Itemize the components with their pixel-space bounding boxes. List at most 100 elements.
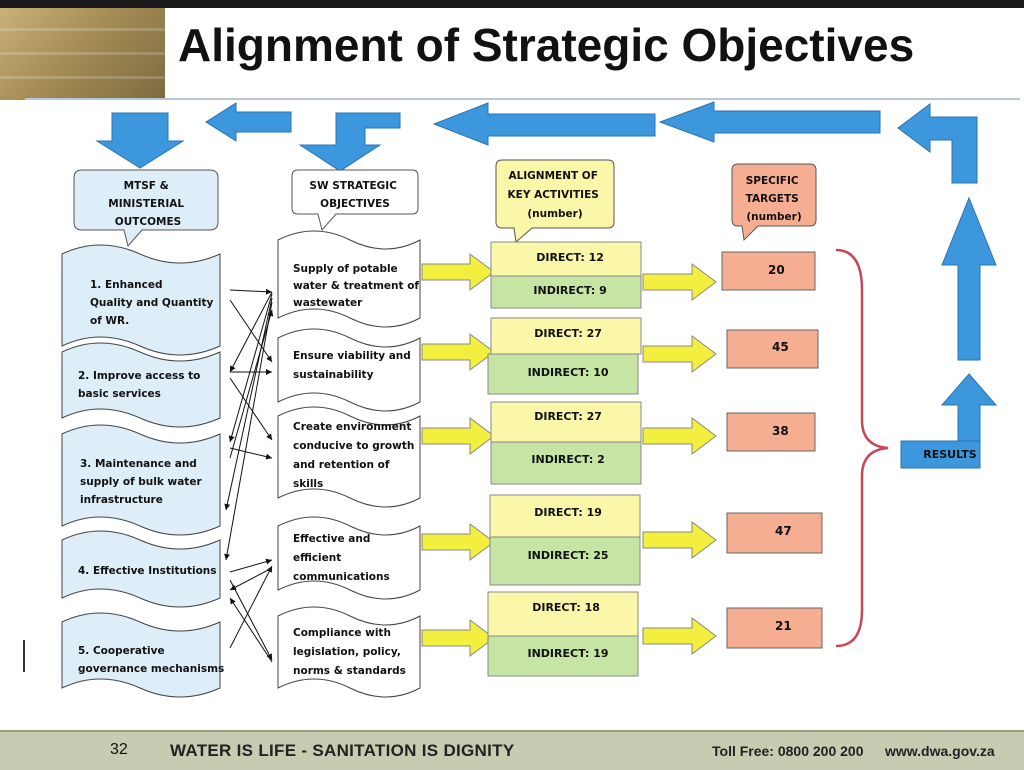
direct-label: DIRECT: 27 (534, 327, 602, 340)
objective-text: efficient (293, 552, 341, 564)
outcome-text: 2. Improve access to (78, 370, 200, 382)
footer-bar: 32 WATER IS LIFE - SANITATION IS DIGNITY… (0, 730, 1024, 770)
mtsf-callout-line: OUTCOMES (115, 216, 181, 228)
blue-left-arrow-small (205, 102, 292, 142)
objective-text: conducive to growth (293, 440, 414, 452)
direct-box (489, 494, 641, 538)
svg-text:SPECIFIC TARGETS (: SPECIFIC TARGETS (number) (746, 175, 803, 223)
direct-label: DIRECT: 12 (536, 251, 604, 264)
target-boxes (721, 251, 823, 649)
yellow-arrow (421, 619, 495, 657)
activities-callout-line: ALIGNMENT OF (508, 170, 597, 182)
objective-panel (277, 516, 421, 600)
target-box (726, 329, 819, 369)
objective-text: wastewater (293, 297, 363, 309)
target-value: 47 (775, 524, 792, 538)
results-label: RESULTS (923, 448, 977, 461)
indirect-box (487, 353, 639, 395)
objective-text: Create environment (293, 421, 411, 433)
direct-box (487, 591, 639, 637)
outcome-text: governance mechanisms (78, 663, 224, 675)
outcome-text: Quality and Quantity (90, 297, 214, 309)
outcome-text: 4. Effective Institutions (78, 565, 217, 577)
activities-callout: ALIGNMENT OF KEY ACTIVITIES (number) (495, 159, 615, 243)
yellow-arrow (642, 335, 717, 373)
svg-text:ALIGNMENT OF KEY ACTIVIT: ALIGNMENT OF KEY ACTIVITIES (number) (508, 170, 603, 220)
objective-text: water & treatment of (293, 280, 419, 292)
direct-label: DIRECT: 19 (534, 506, 602, 519)
objective-text: Ensure viability and (293, 350, 411, 362)
yellow-arrow (642, 263, 717, 301)
blue-left-arrow-right (658, 101, 881, 143)
yellow-arrows-right (642, 263, 717, 655)
activities-callout-line: KEY ACTIVITIES (508, 189, 599, 201)
results-box (900, 440, 981, 469)
yellow-arrow (421, 417, 495, 455)
objective-panel (277, 406, 421, 508)
objective-text: Compliance with (293, 627, 391, 639)
svg-text:MTSF & MINISTERIAL: MTSF & MINISTERIAL OUTCOMES (108, 180, 187, 228)
indirect-box (490, 275, 642, 309)
target-box (726, 412, 816, 452)
sw-callout-line: OBJECTIVES (320, 198, 390, 210)
objective-text: sustainability (293, 369, 374, 381)
activities-callout-line: (number) (527, 208, 582, 220)
mtsf-callout-line: MTSF & (124, 180, 169, 192)
target-box (721, 251, 816, 291)
targets-callout-line: (number) (746, 211, 801, 223)
outcome-text: supply of bulk water (80, 476, 202, 488)
svg-text:DIRECT: 12 INDIRECT: 9: DIRECT: 12 INDIRECT: 9 DIRECT: 27 INDIRE… (527, 251, 612, 660)
outcome-text: 3. Maintenance and (80, 458, 197, 470)
blue-up-arrow-results (940, 373, 998, 443)
indirect-label: INDIRECT: 9 (533, 284, 606, 297)
results-bracket (835, 248, 889, 648)
outcome-panel (61, 424, 221, 536)
outcome-text: 1. Enhanced (90, 279, 163, 291)
svg-text:20 45 38 47 21: 20 45 38 47 21 (768, 263, 796, 633)
direct-box (490, 317, 642, 355)
outcome-panel (61, 530, 221, 608)
objective-panel (277, 328, 421, 412)
objective-panel (277, 606, 421, 698)
targets-callout-line: SPECIFIC (746, 175, 799, 187)
svg-text:Supply of potable water &: Supply of potable water & treatment of w… (293, 263, 423, 677)
targets-callout-line: TARGETS (746, 193, 799, 205)
objective-panels (277, 230, 421, 698)
website-link[interactable]: www.dwa.gov.za (885, 743, 995, 759)
top-bar (0, 0, 1024, 8)
indirect-box (487, 635, 639, 677)
title-underline (25, 98, 1020, 100)
outcome-text: 5. Cooperative (78, 645, 165, 657)
sw-callout-line: SW STRATEGIC (309, 180, 397, 192)
target-value: 45 (772, 340, 789, 354)
objective-text: legislation, policy, (293, 646, 401, 658)
objective-text: skills (293, 478, 323, 490)
outcome-text: of WR. (90, 315, 129, 327)
yellow-arrow (642, 617, 717, 655)
blue-down-arrow-mid (298, 112, 401, 172)
alignment-diagram: RESULTS MTSF & MINISTERIAL OUTCOMES SW S… (23, 101, 998, 698)
target-box (726, 607, 823, 649)
indirect-label: INDIRECT: 2 (531, 453, 604, 466)
outcome-text: infrastructure (80, 494, 163, 506)
direct-label: DIRECT: 18 (532, 601, 600, 614)
objective-panel (277, 230, 421, 328)
outcome-panel (61, 244, 221, 356)
svg-text:1. Enhanced Quality: 1. Enhanced Quality and Quantity of WR. … (78, 279, 224, 675)
objective-text: Effective and (293, 533, 370, 545)
mtsf-callout: MTSF & MINISTERIAL OUTCOMES (73, 169, 219, 248)
yellow-arrow (642, 417, 717, 455)
objective-text: communications (293, 571, 390, 583)
outcome-panel (61, 612, 221, 698)
indirect-label: INDIRECT: 10 (528, 366, 609, 379)
direct-box (490, 241, 642, 277)
alignment-link-arrows (224, 288, 274, 663)
yellow-arrow (421, 523, 495, 561)
yellow-arrow (421, 253, 495, 291)
objective-text: norms & standards (293, 665, 406, 677)
sw-objectives-callout: SW STRATEGIC OBJECTIVES (291, 169, 419, 232)
outcome-text: basic services (78, 388, 161, 400)
target-box (726, 512, 823, 554)
blue-up-arrow-top (941, 196, 997, 361)
blue-corner-arrow (897, 103, 978, 184)
